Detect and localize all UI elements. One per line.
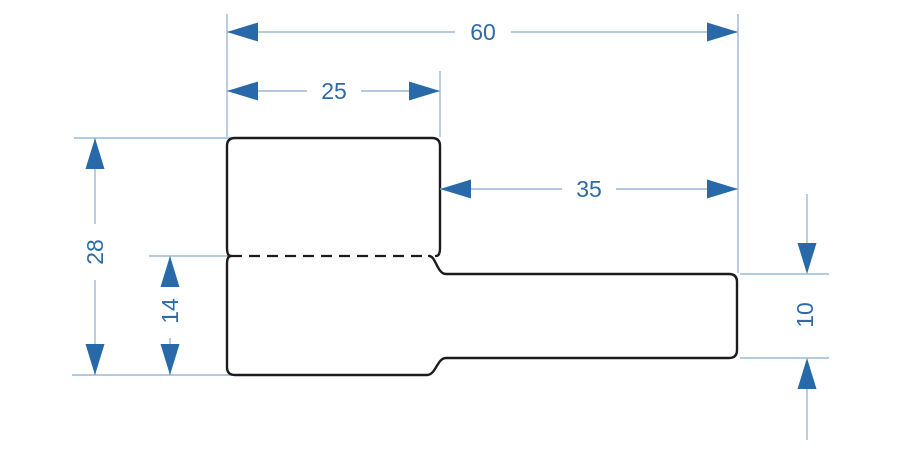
part-head-block-outline xyxy=(225,136,442,258)
part-outline xyxy=(225,136,739,377)
dim-10-up-arrowhead xyxy=(797,358,817,389)
dimension-total-width: 60 xyxy=(227,19,738,45)
dim-14-label: 14 xyxy=(157,298,183,324)
dim-25-left-arrowhead xyxy=(227,81,258,101)
dim-35-left-arrowhead xyxy=(440,179,471,199)
dim-35-label: 35 xyxy=(576,176,602,202)
dimension-shaft-height: 10 xyxy=(792,194,818,440)
dim-14-down-arrowhead xyxy=(160,344,180,375)
dimension-shaft-length: 35 xyxy=(440,176,738,202)
dim-28-label: 28 xyxy=(82,239,108,265)
dim-35-right-arrowhead xyxy=(707,179,738,199)
dim-28-down-arrowhead xyxy=(85,344,105,375)
dim-25-label: 25 xyxy=(321,78,347,104)
dim-10-label: 10 xyxy=(792,302,818,328)
dim-60-left-arrowhead xyxy=(227,22,258,42)
dim-25-right-arrowhead xyxy=(409,81,440,101)
dim-60-right-arrowhead xyxy=(707,22,738,42)
dimension-head-width: 25 xyxy=(227,78,440,104)
dimension-mid-height: 14 xyxy=(157,256,183,375)
dim-10-down-arrowhead xyxy=(797,243,817,274)
dim-60-label: 60 xyxy=(470,19,496,45)
dimension-head-height: 28 xyxy=(82,138,108,375)
dim-28-up-arrowhead xyxy=(85,138,105,169)
part-body-and-shaft-outline xyxy=(225,254,739,377)
dim-14-up-arrowhead xyxy=(160,256,180,287)
